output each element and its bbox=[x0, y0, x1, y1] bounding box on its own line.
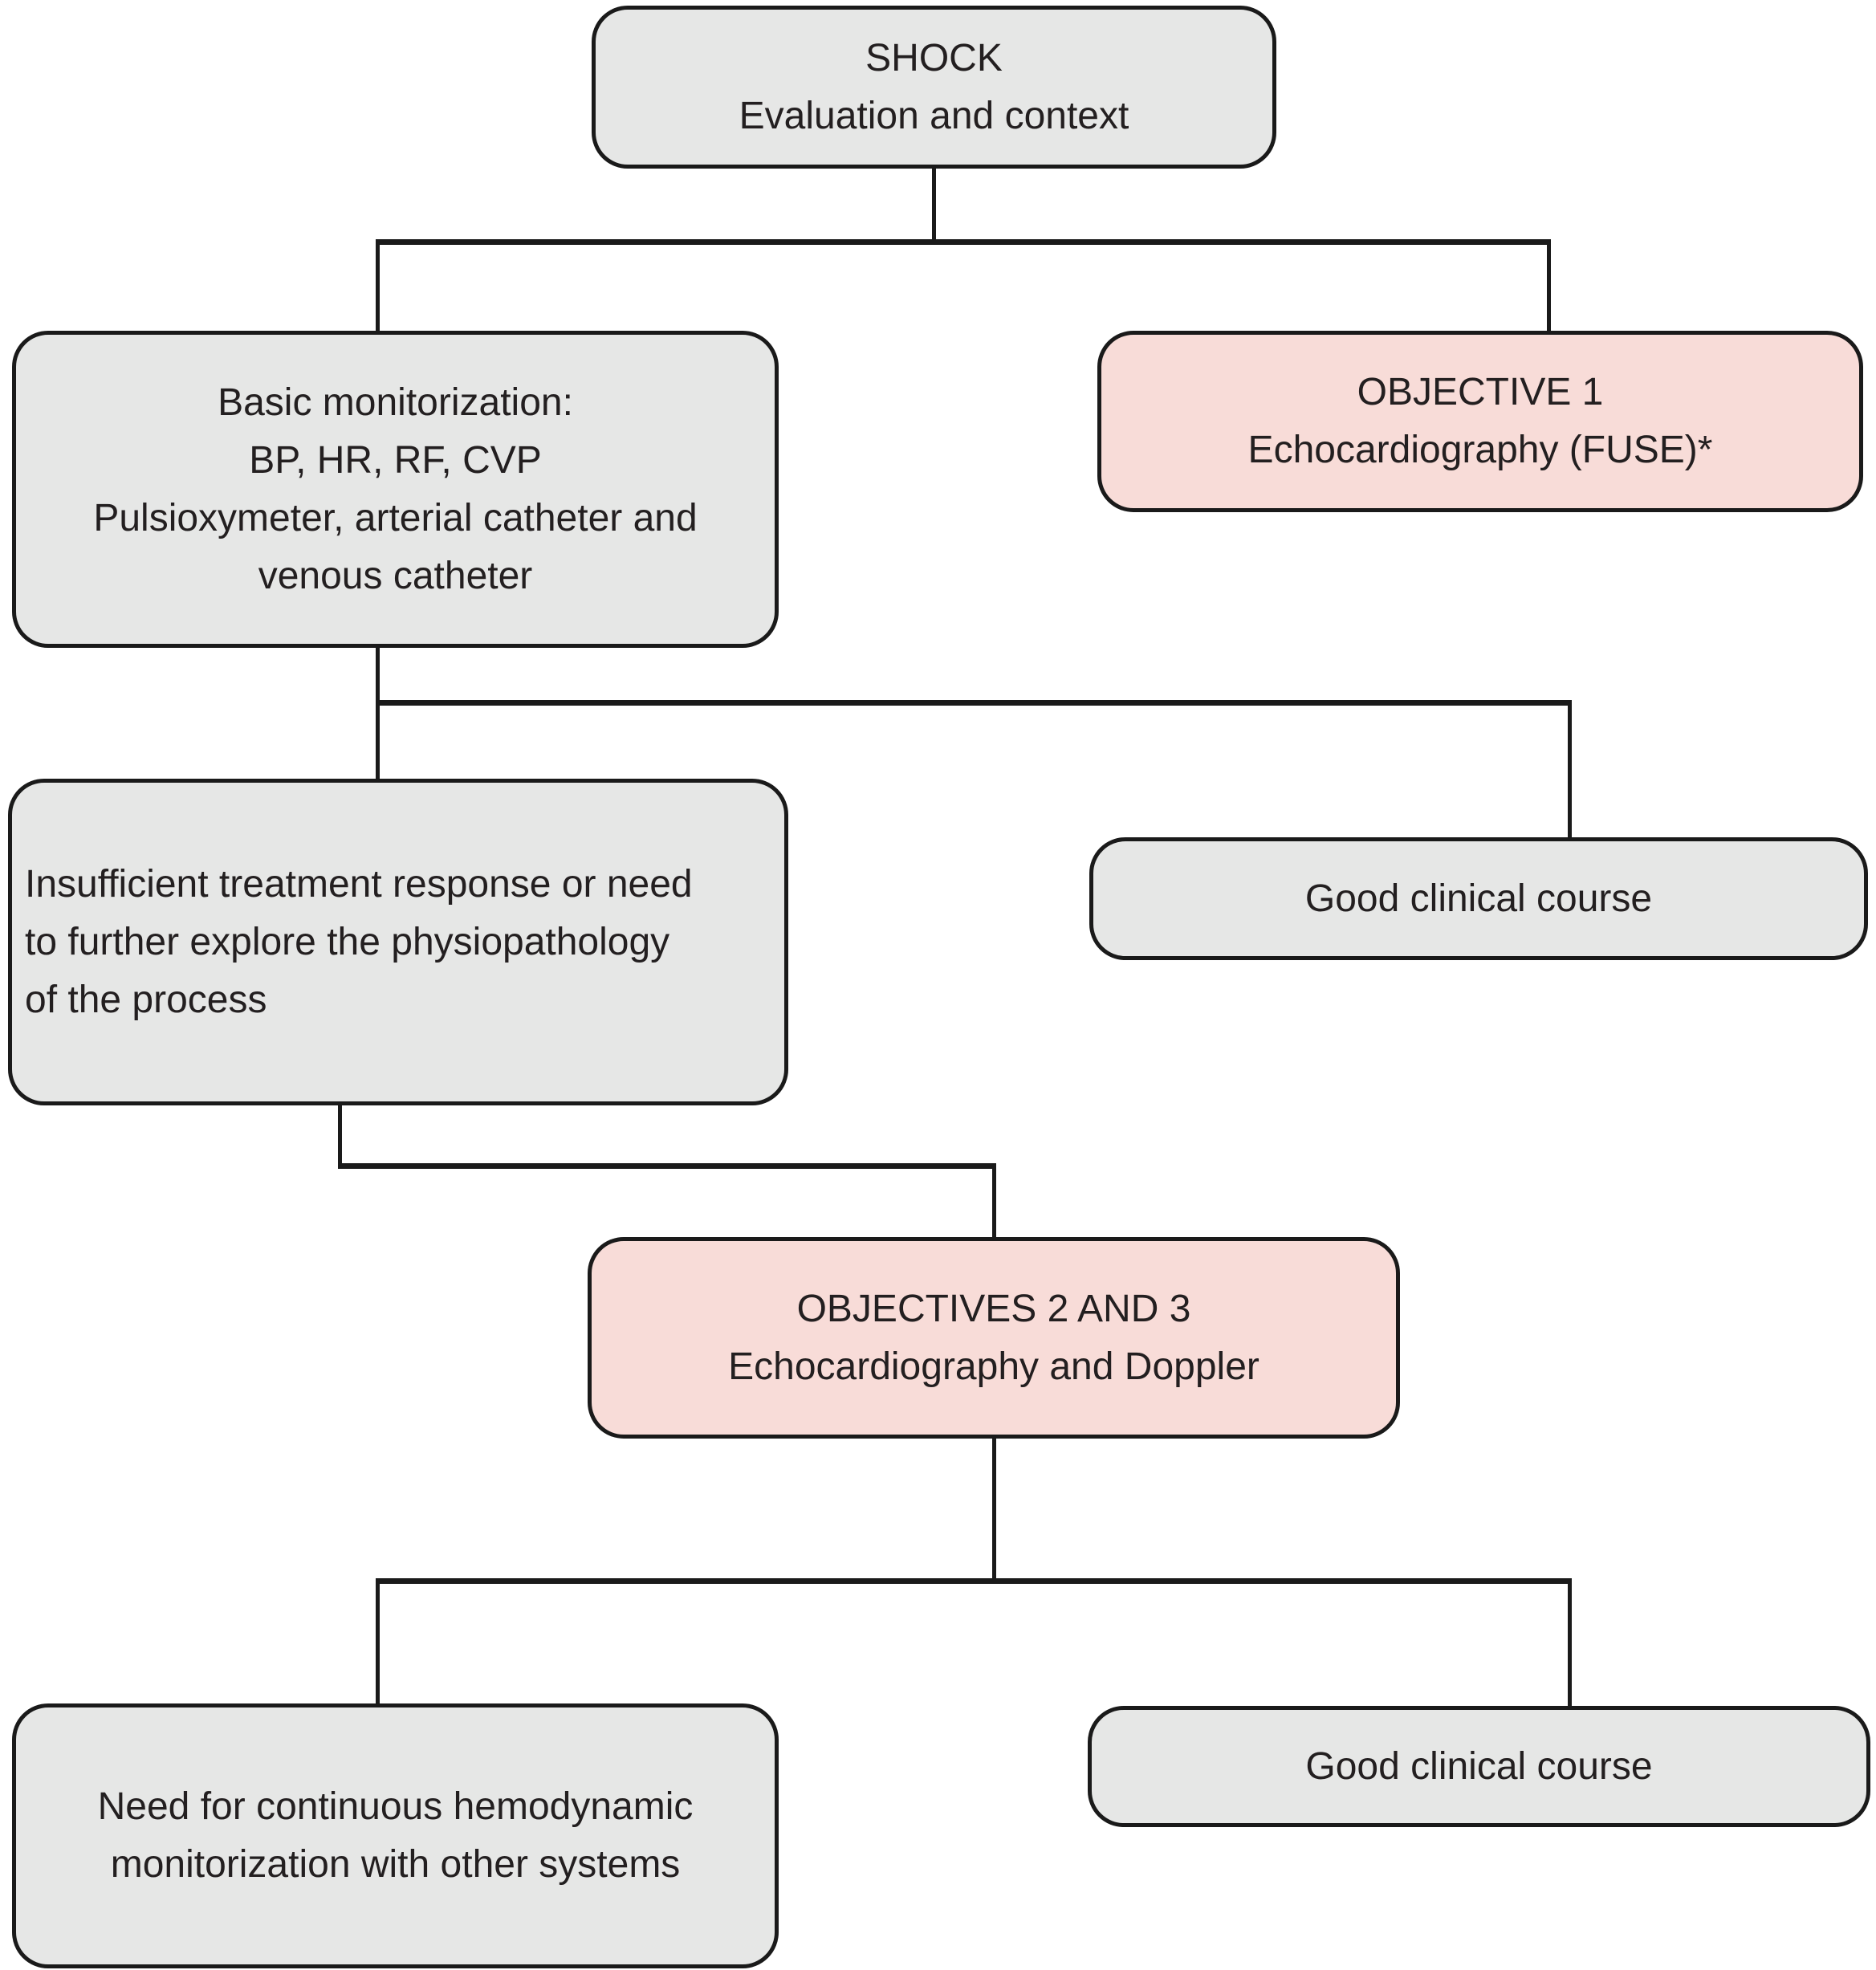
node-good2-label: Good clinical course bbox=[1305, 1744, 1653, 1788]
connector-split4-horizontal bbox=[376, 1578, 1572, 1584]
connector-insufficient-stem bbox=[338, 1104, 342, 1169]
node-good-clinical-course-2: Good clinical course bbox=[1088, 1706, 1870, 1827]
connector-split1-right-drop bbox=[1547, 239, 1551, 334]
node-need-continuous-monitorization: Need for continuous hemodynamic monitori… bbox=[12, 1703, 779, 1968]
connector-shock-stem bbox=[932, 169, 936, 245]
connector-split3-drop bbox=[992, 1163, 996, 1240]
node-objectives-2-and-3: OBJECTIVES 2 AND 3 Echocardiography and … bbox=[588, 1237, 1400, 1439]
node-shock-label: SHOCK Evaluation and context bbox=[739, 36, 1129, 137]
connector-split4-left-drop bbox=[376, 1578, 380, 1707]
node-good-clinical-course-1: Good clinical course bbox=[1089, 837, 1868, 960]
connector-split2-horizontal bbox=[376, 700, 1572, 706]
node-objectives23-label: OBJECTIVES 2 AND 3 Echocardiography and … bbox=[728, 1287, 1259, 1388]
connector-objectives23-stem bbox=[992, 1437, 996, 1584]
connector-split4-right-drop bbox=[1568, 1578, 1572, 1709]
connector-basic-stem bbox=[376, 646, 380, 783]
node-need-label: Need for continuous hemodynamic monitori… bbox=[97, 1785, 694, 1886]
node-objective1-echocardiography: OBJECTIVE 1 Echocardiography (FUSE)* bbox=[1097, 331, 1863, 512]
node-objective1-label: OBJECTIVE 1 Echocardiography (FUSE)* bbox=[1247, 371, 1713, 471]
node-shock-evaluation: SHOCK Evaluation and context bbox=[592, 6, 1276, 169]
connector-split2-right-drop bbox=[1568, 700, 1572, 841]
node-insufficient-label: Insufficient treatment response or need … bbox=[25, 862, 693, 1021]
node-basic-monitorization: Basic monitorization: BP, HR, RF, CVP Pu… bbox=[12, 331, 779, 648]
node-insufficient-response: Insufficient treatment response or need … bbox=[8, 779, 788, 1105]
connector-split3-horizontal bbox=[338, 1163, 996, 1169]
node-good1-label: Good clinical course bbox=[1304, 877, 1653, 920]
node-basic-label: Basic monitorization: BP, HR, RF, CVP Pu… bbox=[93, 381, 698, 597]
connector-split1-horizontal bbox=[376, 239, 1551, 245]
connector-split1-left-drop bbox=[376, 239, 380, 334]
